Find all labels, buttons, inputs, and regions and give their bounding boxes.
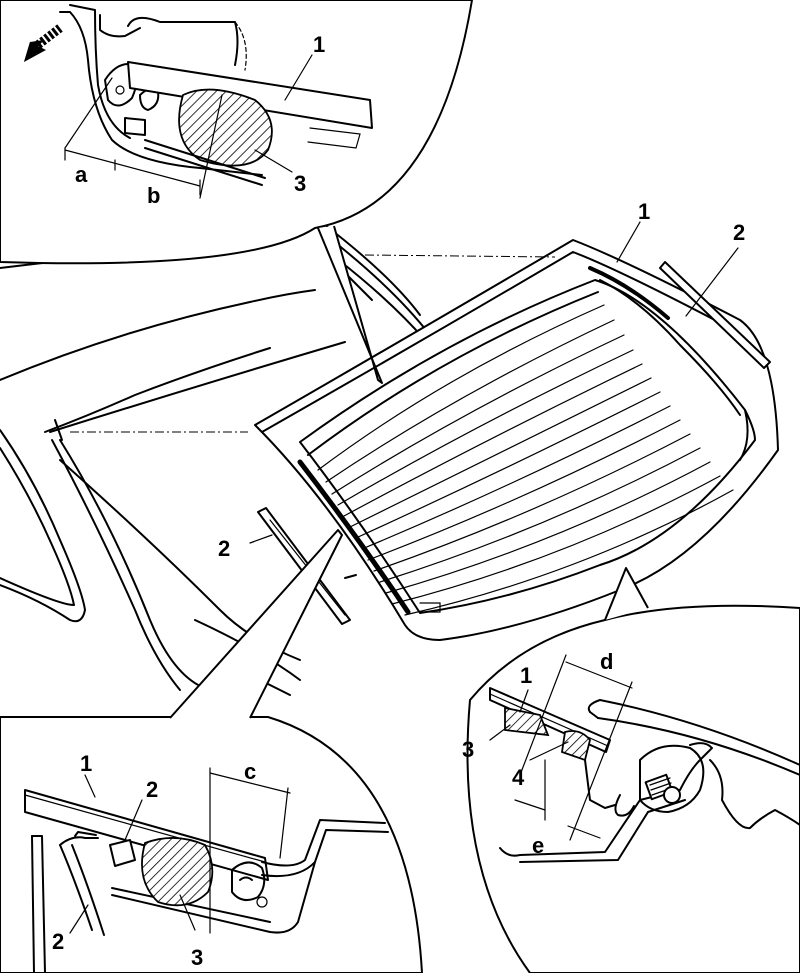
leader-1-main [616,221,641,263]
callout-4-bottom-right: 4 [512,765,525,790]
rear-window-glass [254,239,779,641]
dimension-c-label: c [244,759,256,784]
detail-bubble-bottom-left [0,529,423,973]
leader-2-right [685,247,739,317]
leader-2-left [249,534,273,544]
callout-1-main: 1 [638,199,650,224]
callout-2-right: 2 [733,220,745,245]
spacer-strip-right [659,261,771,369]
car-body [0,224,431,696]
dimension-b-label: b [147,183,160,208]
detail-bubble-bottom-right [466,567,800,973]
callout-2-bottom-left-top: 2 [146,777,158,802]
dimension-d-label: d [600,649,613,674]
callout-1-top: 1 [313,32,325,57]
dimension-a-label: a [75,162,88,187]
alignment-lines [70,254,556,433]
dimension-e-label: e [532,833,544,858]
callout-3-top: 3 [294,171,306,196]
small-mark [344,574,357,579]
callout-3-bottom-left: 3 [191,945,203,970]
detail-bubble-top [0,0,473,384]
callout-1-bottom-left: 1 [80,751,92,776]
callout-1-bottom-right: 1 [520,663,532,688]
callout-labels: 1 3 a b 1 2 2 1 2 c 2 3 1 d 3 4 e [52,32,745,970]
callout-2-bottom-left: 2 [52,929,64,954]
callout-3-bottom-right: 3 [462,737,474,762]
callout-2-left: 2 [218,536,230,561]
hatched-arrow-icon [24,24,63,62]
